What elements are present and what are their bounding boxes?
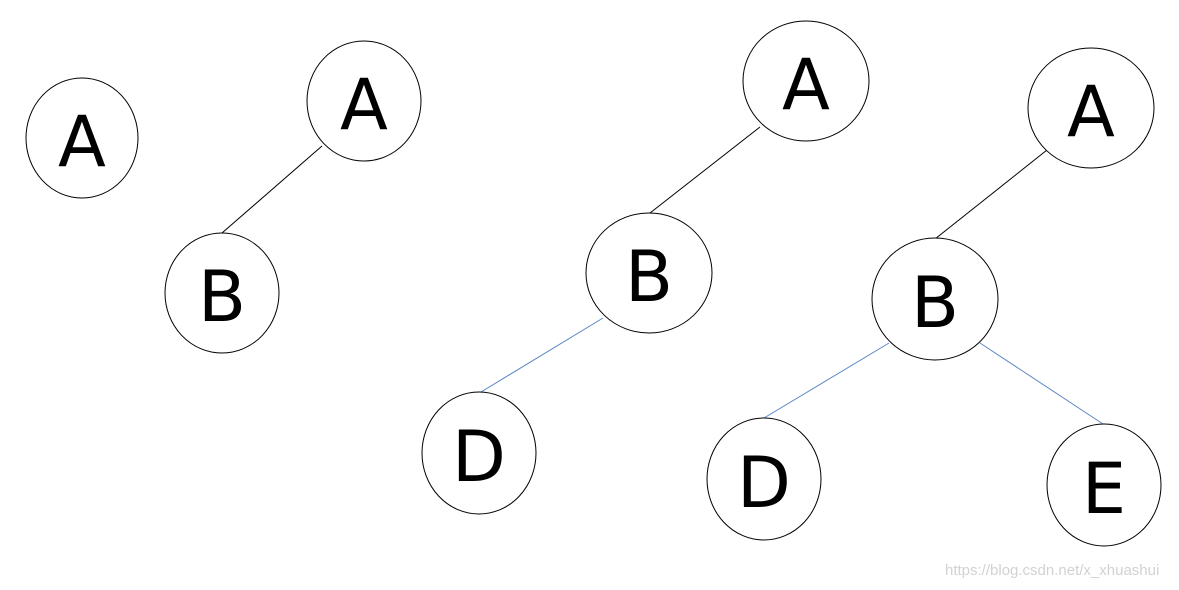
tree-2-node-b: B <box>164 232 280 354</box>
tree-4-node-a-label: A <box>1067 71 1115 153</box>
tree-3-node-d-label: D <box>452 416 506 498</box>
tree-3-node-b-label: B <box>625 236 673 318</box>
tree-2: A B <box>164 40 422 354</box>
tree-3-node-b: B <box>585 212 713 334</box>
tree-4-node-d: D <box>706 417 822 541</box>
tree-3: A B D <box>421 20 870 515</box>
tree-2-node-a: A <box>306 40 422 162</box>
tree-3-node-d: D <box>421 391 537 515</box>
tree-2-node-b-label: B <box>198 256 246 338</box>
tree-4-node-e-label: E <box>1082 448 1126 530</box>
tree-4-node-a: A <box>1027 47 1155 169</box>
watermark-text: https://blog.csdn.net/x_xhuashui <box>945 562 1160 579</box>
tree-4: A B D E <box>706 47 1162 547</box>
tree-1-node-a-label: A <box>58 101 106 183</box>
tree-3-edge-b-d <box>480 317 604 393</box>
tree-3-edge-a-b <box>649 126 761 214</box>
tree-4-node-b-label: B <box>911 262 959 344</box>
tree-1: A <box>25 77 139 199</box>
tree-3-node-a-label: A <box>782 44 830 126</box>
tree-2-edge-a-b <box>221 145 323 234</box>
tree-3-node-a: A <box>742 20 870 142</box>
tree-4-edge-b-e <box>979 342 1104 425</box>
tree-4-edge-b-d <box>763 342 890 419</box>
tree-4-edge-a-b <box>934 149 1048 240</box>
tree-2-node-a-label: A <box>340 64 388 146</box>
tree-4-node-d-label: D <box>737 442 791 524</box>
tree-1-node-a: A <box>25 77 139 199</box>
tree-4-node-b: B <box>871 237 999 361</box>
tree-4-node-e: E <box>1046 423 1162 547</box>
